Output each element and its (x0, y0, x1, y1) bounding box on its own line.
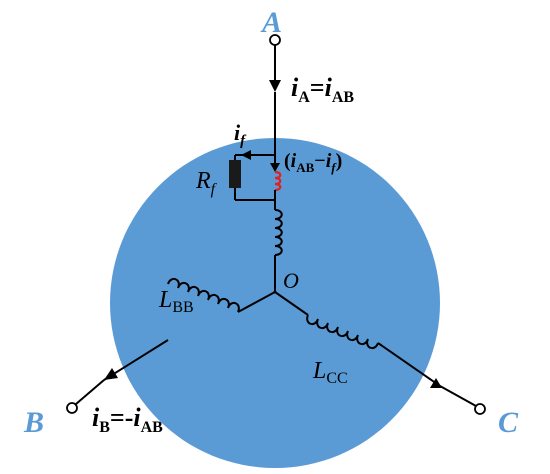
stator-disc (110, 138, 440, 468)
resistor-rf (229, 160, 241, 188)
wire-o-to-lcc (274, 291, 309, 316)
current-label-b: iB=-iAB (92, 403, 163, 436)
node-label-o: O (283, 268, 299, 293)
neutral-node (273, 290, 277, 294)
current-label-if: if (234, 120, 247, 149)
inductor-label-lbb: LBB (158, 287, 194, 316)
inductor-label-lcc: LCC (312, 358, 348, 387)
node-label-a: A (260, 6, 282, 39)
wire-o-to-lbb (237, 291, 276, 313)
coil-lbb (167, 277, 240, 313)
current-arrow-if (241, 150, 251, 160)
node-label-b: B (23, 406, 44, 439)
terminal-b (66, 402, 78, 414)
coil-lcc (306, 314, 379, 350)
current-arrow-c (430, 378, 442, 388)
wire-c-end (439, 385, 477, 407)
current-arrow-diff (270, 163, 280, 172)
resistor-label: Rf (195, 168, 218, 198)
terminal-c (474, 403, 486, 415)
current-label-diff: (iAB−if) (284, 150, 342, 175)
current-arrow-b (104, 368, 118, 380)
wire-b-end (75, 379, 105, 405)
current-label-a: iA=iAB (291, 73, 354, 106)
faulted-coil (274, 170, 282, 192)
current-arrow-a (269, 80, 281, 92)
coil-laa (274, 209, 283, 256)
wire-lcc-to-c (377, 342, 441, 387)
node-label-c: C (498, 406, 519, 439)
